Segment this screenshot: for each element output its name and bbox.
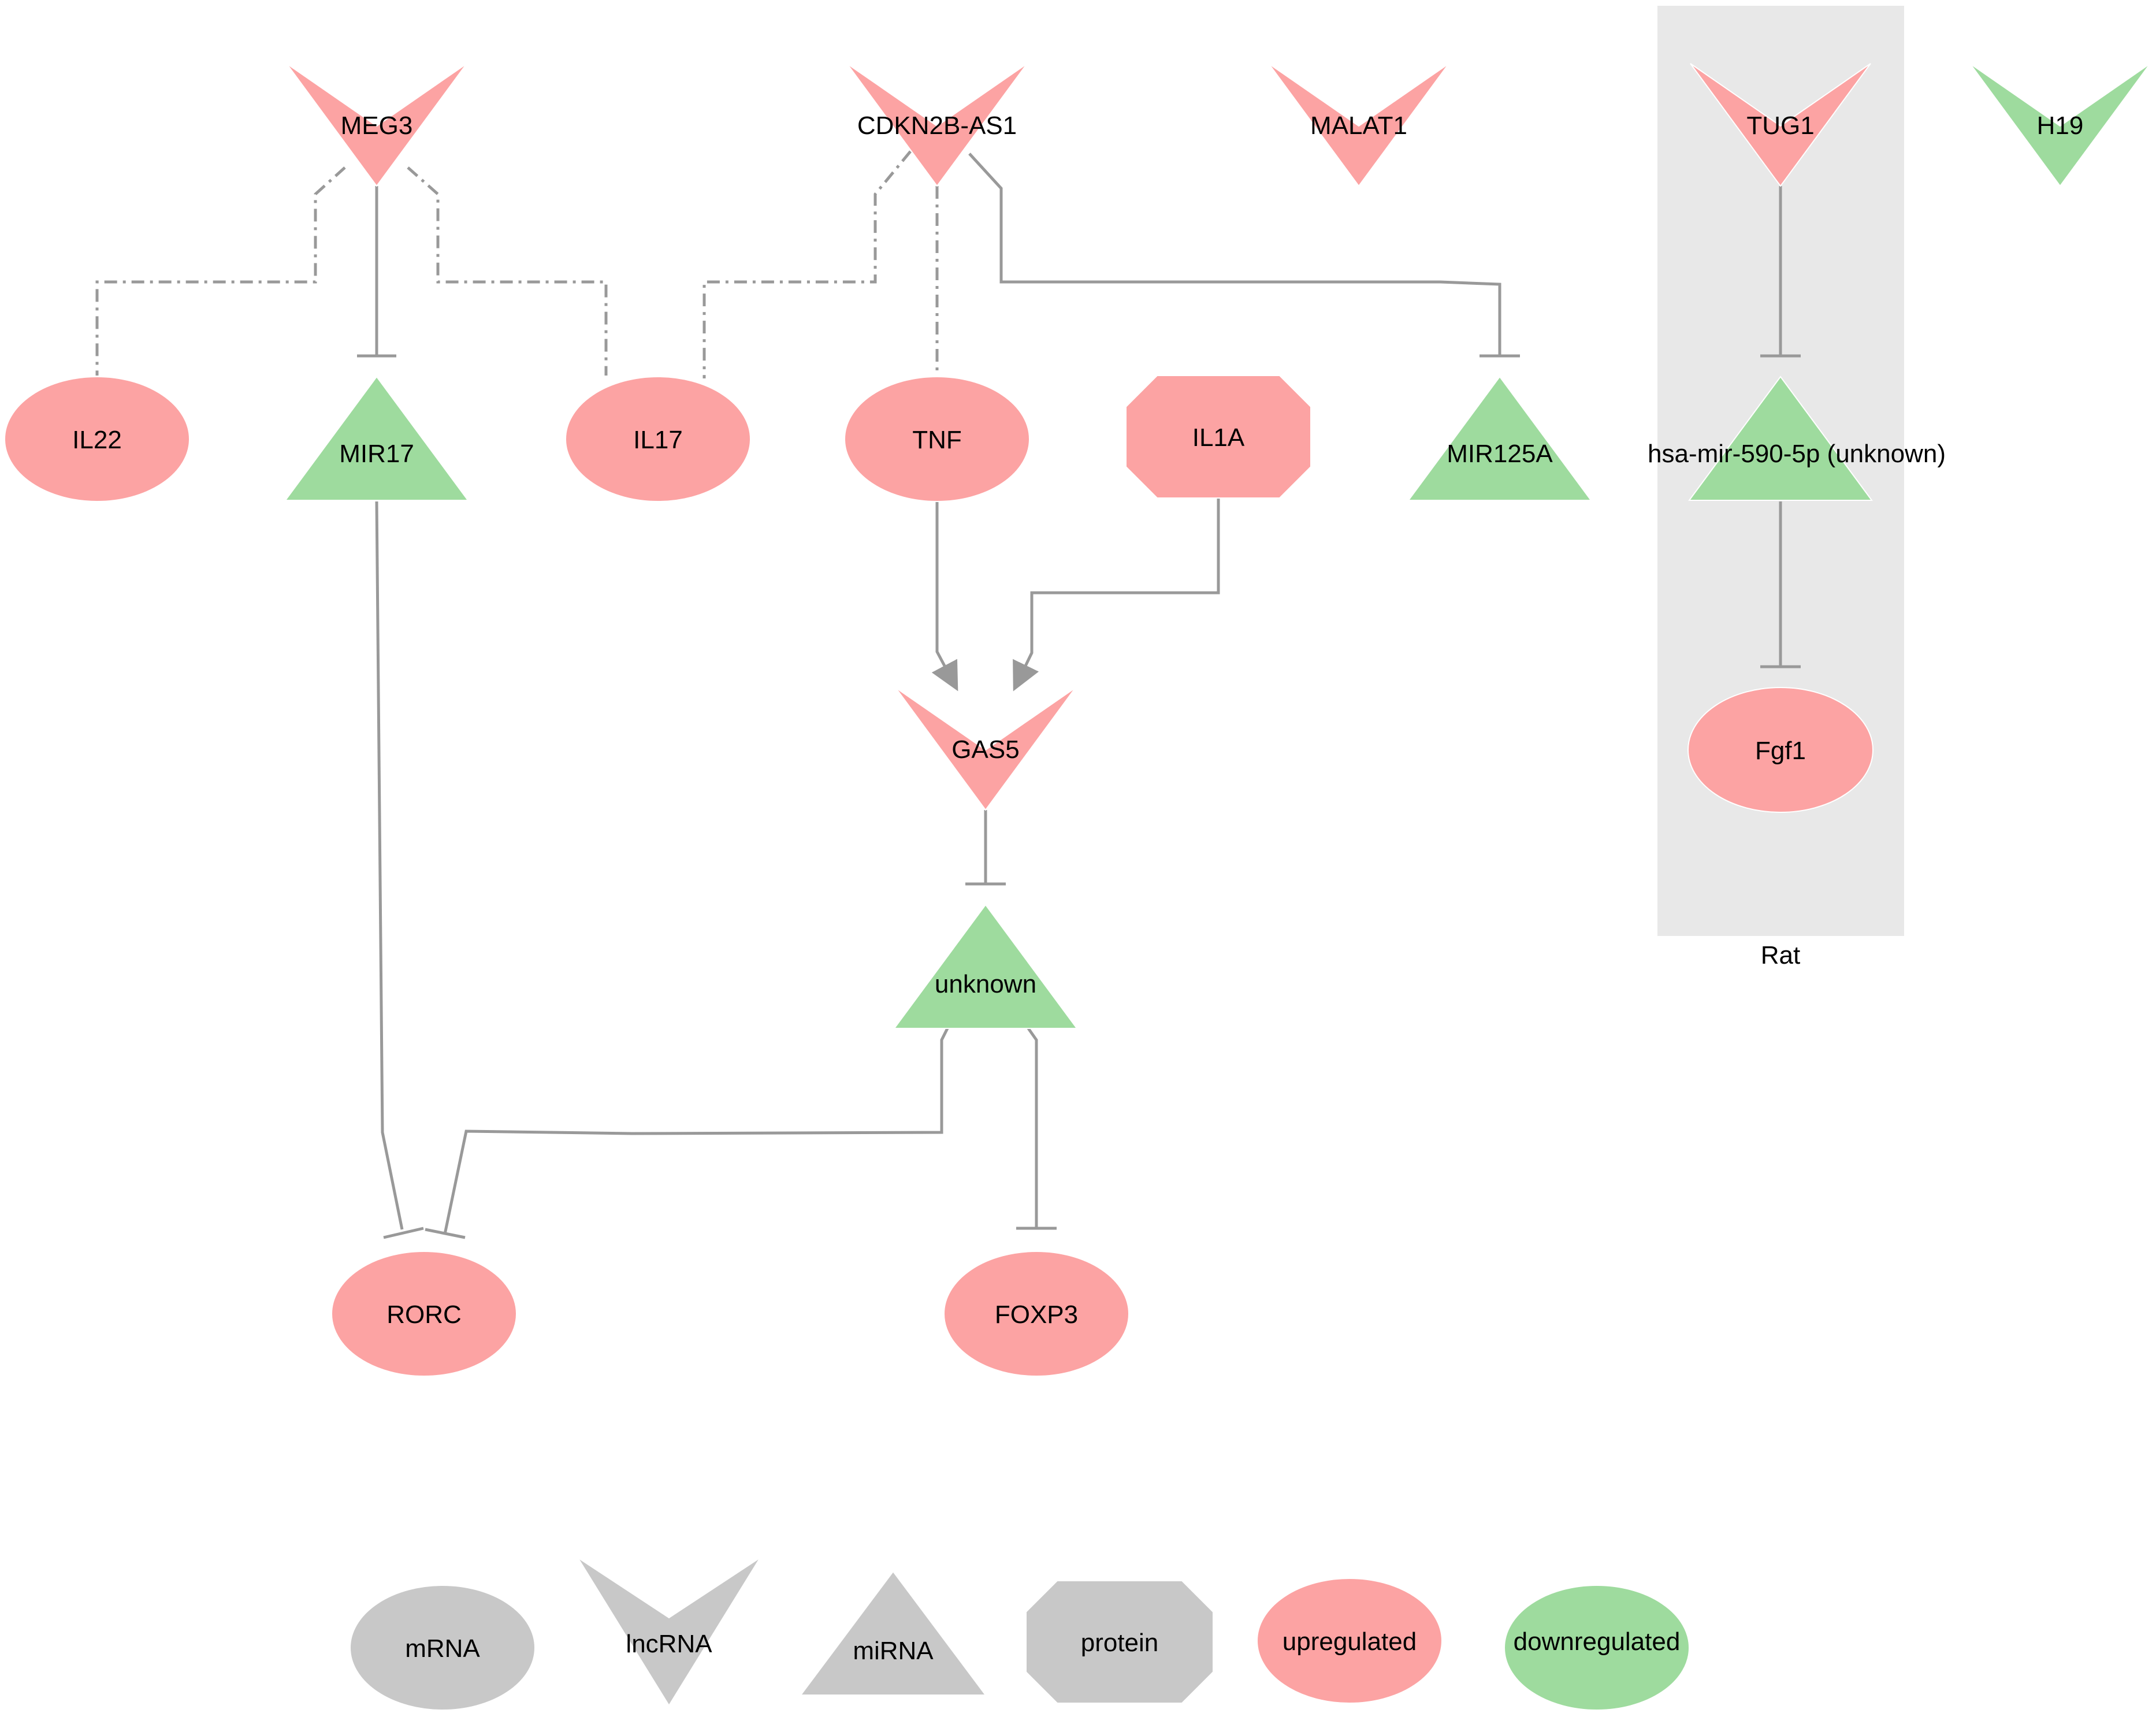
node-label: IL22 xyxy=(72,426,122,454)
legend-lncrna-label: lncRNA xyxy=(626,1630,712,1658)
mirna-shape xyxy=(284,376,469,501)
node-mir590[interactable]: hsa-mir-590-5p (unknown) xyxy=(1648,376,1946,501)
node-label: MIR17 xyxy=(339,440,414,468)
mirna-shape xyxy=(893,904,1078,1029)
edge-cdkn2b-il17[interactable] xyxy=(702,150,912,378)
node-label: unknown xyxy=(935,970,1036,998)
edge-unknown-foxp3[interactable] xyxy=(1027,1027,1038,1228)
node-meg3[interactable]: MEG3 xyxy=(286,63,467,187)
mrna-shape xyxy=(943,1251,1129,1377)
edge-unknown-rorc[interactable] xyxy=(443,1027,949,1235)
lncrna-shape xyxy=(1268,63,1449,187)
node-label: IL17 xyxy=(633,426,683,454)
legend-mirna-label: miRNA xyxy=(853,1637,934,1665)
edge-meg3-il22[interactable] xyxy=(95,166,346,376)
node-unknown[interactable]: unknown xyxy=(893,904,1078,1029)
legend-protein-label: protein xyxy=(1081,1629,1159,1657)
legend-mirna-shape xyxy=(800,1570,987,1696)
edge-unknown-rorc-bar xyxy=(425,1228,466,1239)
legend-mirna: miRNA xyxy=(800,1570,987,1696)
node-label: hsa-mir-590-5p (unknown) xyxy=(1648,440,1946,468)
mrna-shape xyxy=(4,376,190,502)
rat-group-label: Rat xyxy=(1761,941,1800,969)
node-rorc[interactable]: RORC xyxy=(331,1251,517,1377)
node-malat1[interactable]: MALAT1 xyxy=(1268,63,1449,187)
legend-upregulated-shape xyxy=(1257,1578,1443,1704)
node-il1a[interactable]: IL1A xyxy=(1125,375,1311,499)
legend-mrna-shape xyxy=(350,1585,536,1711)
edge-tnf-gas5[interactable] xyxy=(931,501,958,692)
node-label: GAS5 xyxy=(951,735,1019,764)
node-label: MEG3 xyxy=(341,112,413,140)
edges xyxy=(95,150,1801,1239)
node-foxp3[interactable]: FOXP3 xyxy=(943,1251,1129,1377)
node-mir125a[interactable]: MIR125A xyxy=(1407,376,1592,501)
node-label: FOXP3 xyxy=(995,1300,1078,1329)
legend-lncrna-shape xyxy=(577,1557,761,1707)
legend-upregulated: upregulated xyxy=(1257,1578,1443,1704)
node-label: TUG1 xyxy=(1746,112,1814,140)
node-label: CDKN2B-AS1 xyxy=(857,112,1017,140)
edge-meg3-il17[interactable] xyxy=(407,166,608,376)
node-fgf1[interactable]: Fgf1 xyxy=(1687,687,1874,813)
mrna-shape xyxy=(1687,687,1874,813)
node-cdkn2b-as1[interactable]: CDKN2B-AS1 xyxy=(846,63,1028,187)
legend-downregulated-label: downregulated xyxy=(1514,1627,1681,1656)
legend-upregulated-label: upregulated xyxy=(1283,1627,1417,1656)
node-label: MALAT1 xyxy=(1310,112,1407,140)
edge-il1a-gas5[interactable] xyxy=(1013,498,1220,692)
node-il17[interactable]: IL17 xyxy=(565,376,751,502)
node-tnf[interactable]: TNF xyxy=(844,376,1030,502)
mrna-shape xyxy=(331,1251,517,1377)
edge-mir17-rorc-bar xyxy=(383,1227,424,1239)
legend-protein: protein xyxy=(1025,1580,1214,1704)
edge-mir17-rorc[interactable] xyxy=(375,501,404,1230)
legend-lncrna: lncRNA xyxy=(577,1557,761,1707)
node-tug1[interactable]: TUG1 xyxy=(1690,63,1871,187)
legend-mrna: mRNA xyxy=(350,1585,536,1711)
lncrna-shape xyxy=(286,63,467,187)
lncrna-shape xyxy=(1969,63,2151,187)
node-label: H19 xyxy=(2037,112,2084,140)
lncrna-shape xyxy=(895,687,1076,811)
node-label: TNF xyxy=(912,426,962,454)
protein-shape xyxy=(1125,375,1311,499)
legend-downregulated: downregulated xyxy=(1504,1585,1690,1711)
mrna-shape xyxy=(844,376,1030,502)
mirna-shape xyxy=(1688,376,1873,501)
node-label: MIR125A xyxy=(1447,440,1553,468)
node-h19[interactable]: H19 xyxy=(1969,63,2151,187)
legend-protein-shape xyxy=(1025,1580,1214,1704)
node-label: Fgf1 xyxy=(1755,737,1806,765)
node-label: RORC xyxy=(386,1300,462,1329)
edge-cdkn2b-mir125a[interactable] xyxy=(968,153,1501,356)
legend-downregulated-shape xyxy=(1504,1585,1690,1711)
lncrna-shape xyxy=(1690,63,1871,187)
node-label: IL1A xyxy=(1192,423,1245,452)
mrna-shape xyxy=(565,376,751,502)
lncrna-shape xyxy=(846,63,1028,187)
mirna-shape xyxy=(1407,376,1592,501)
node-il22[interactable]: IL22 xyxy=(4,376,190,502)
node-gas5[interactable]: GAS5 xyxy=(895,687,1076,811)
legend: mRNA lncRNA miRNA protein upregulated do… xyxy=(350,1557,1690,1711)
legend-mrna-label: mRNA xyxy=(405,1634,480,1663)
node-mir17[interactable]: MIR17 xyxy=(284,376,469,501)
